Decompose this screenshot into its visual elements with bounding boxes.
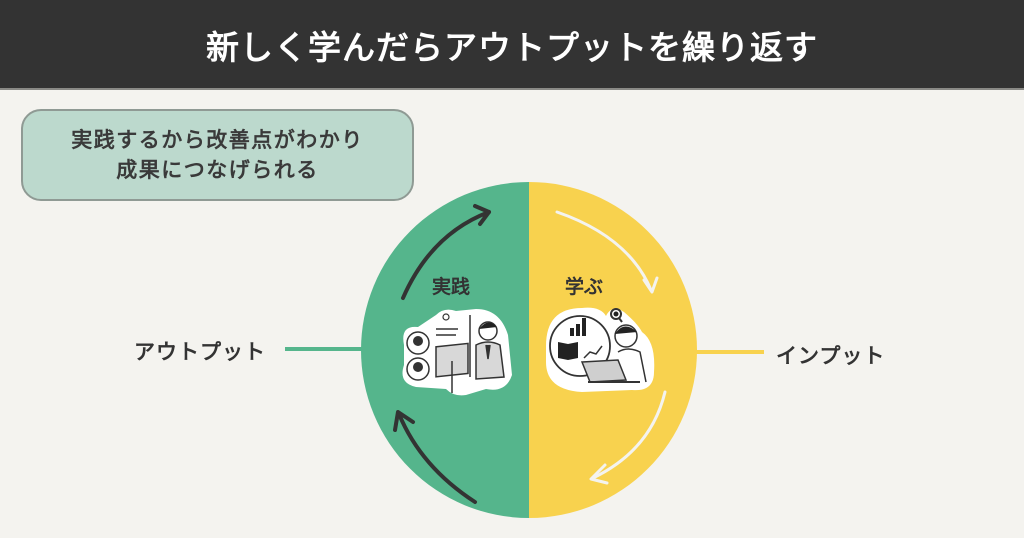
input-connector-line [694,350,764,354]
input-label: インプット [776,344,886,368]
callout-line-1: 実践するから改善点がわかり [71,128,364,152]
output-label: アウトプット [134,340,266,364]
callout-line-2: 成果につなげられる [116,158,319,182]
presentation-illustration-icon [402,309,512,396]
study-laptop-illustration-icon [546,307,655,392]
callout-box: 実践するから改善点がわかり 成果につなげられる [21,109,414,201]
arrow-down-left-icon [589,390,667,485]
arrow-down-right-icon [555,210,659,294]
header-banner: 新しく学んだらアウトプットを繰り返す [0,0,1024,90]
output-connector-line [285,347,363,351]
learn-label: 学ぶ [565,276,604,298]
arrow-up-right-icon [401,204,491,300]
arrow-up-left-icon [393,410,477,504]
practice-label: 実践 [432,276,471,298]
page-title: 新しく学んだらアウトプットを繰り返す [206,28,818,67]
